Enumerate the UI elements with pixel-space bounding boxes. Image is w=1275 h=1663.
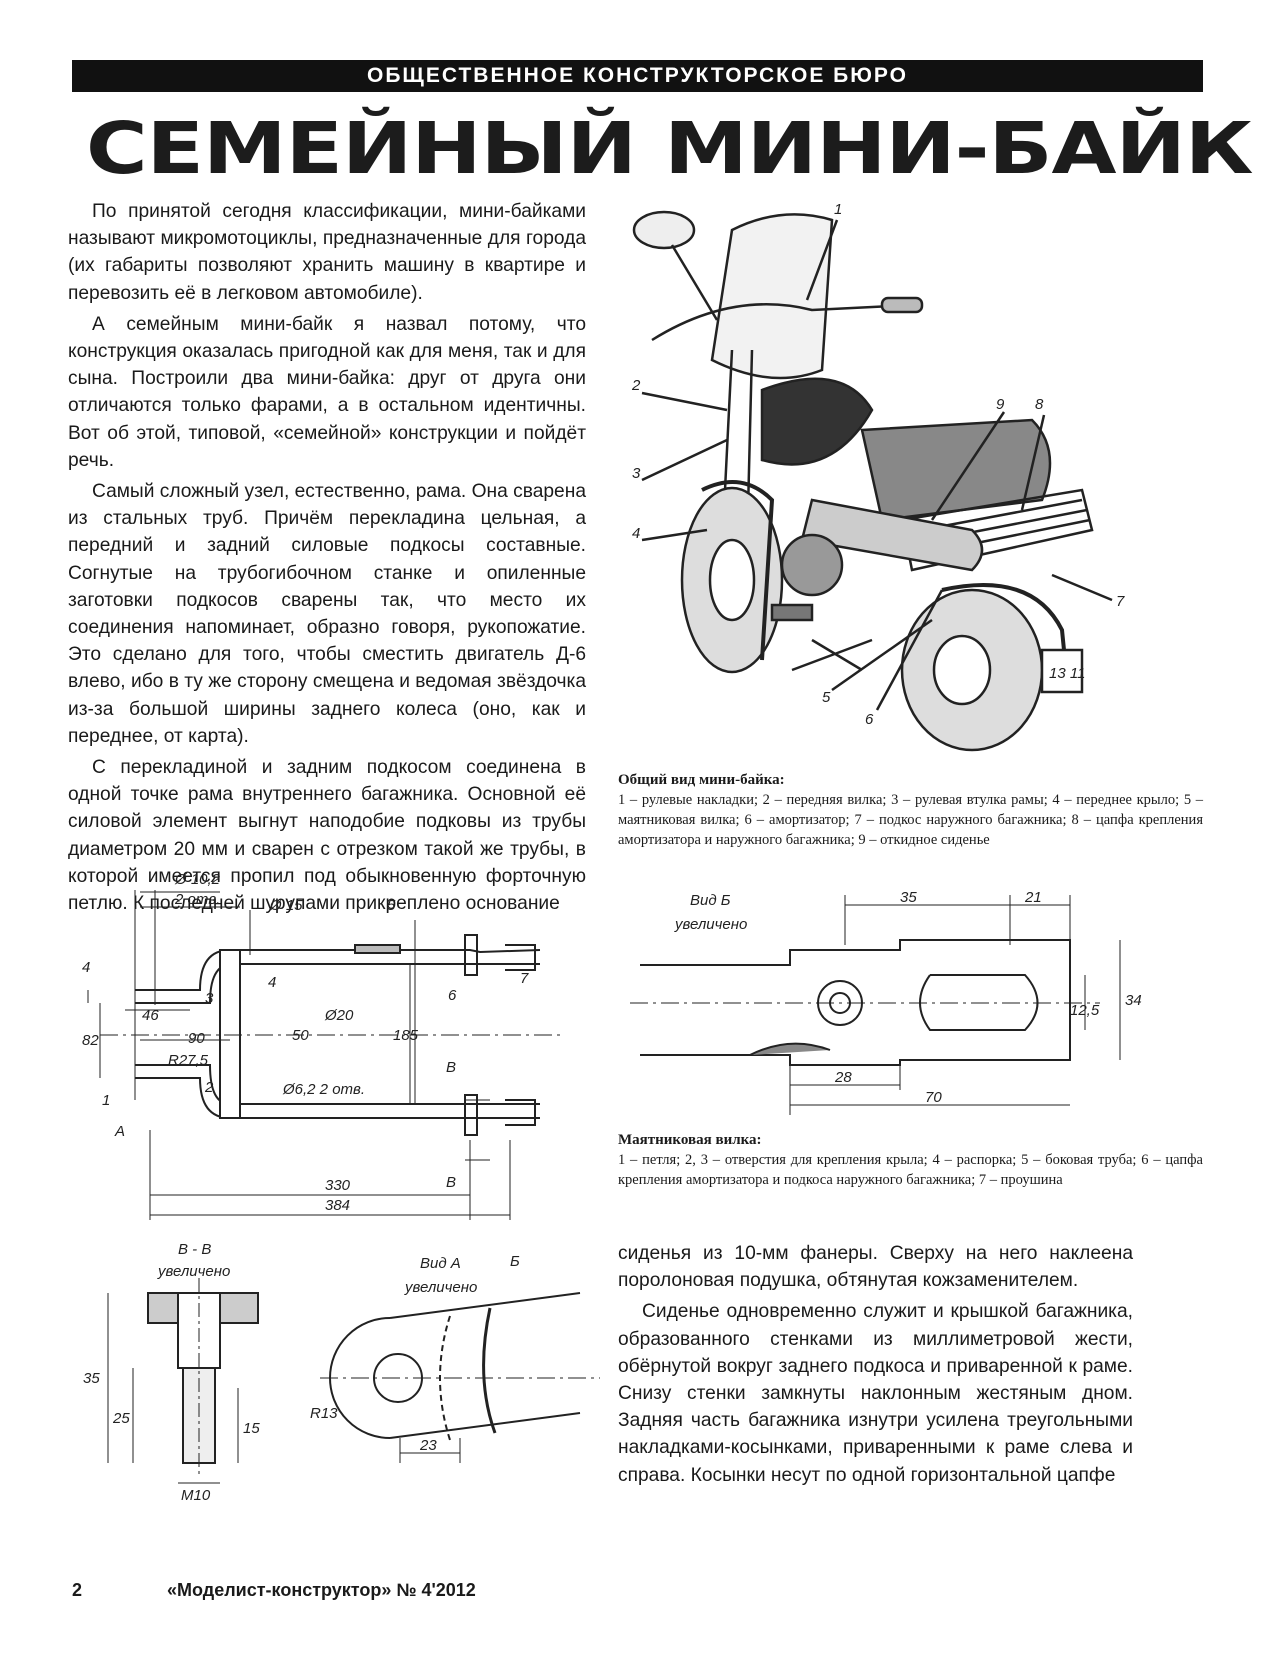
- callout-label: 1: [834, 201, 842, 218]
- dim-label: 2 отв.: [174, 891, 220, 908]
- paragraph: Сиденье одновременно служит и крышкой ба…: [618, 1301, 1133, 1486]
- dim-label: Ø 15: [269, 897, 303, 914]
- dim-label: 185: [393, 1027, 419, 1044]
- view-arrow-label: Б: [510, 1253, 520, 1270]
- view-arrow-label: А: [114, 1123, 125, 1140]
- dim-label: 70: [925, 1089, 942, 1106]
- dim-label: 46: [142, 1007, 159, 1024]
- part-label: 4: [268, 974, 276, 991]
- dim-label: 23: [419, 1437, 437, 1454]
- dim-label: 50: [292, 1027, 309, 1044]
- callout-label: 7: [1116, 593, 1125, 610]
- dim-label: Ø6,2 2 отв.: [282, 1081, 365, 1098]
- section-label: В: [446, 1174, 456, 1191]
- callout-label: 3: [632, 465, 641, 482]
- dim-label: 12,5: [1070, 1002, 1100, 1019]
- figure2-body: 1 – петля; 2, 3 – отверстия для креплени…: [618, 1152, 1203, 1188]
- part-label: 7: [520, 970, 529, 987]
- callout-label: 8: [1035, 396, 1044, 413]
- right-text-column: сиденья из 10-мм фанеры. Сверху на него …: [618, 1240, 1133, 1489]
- dim-label: Ø 10,2: [174, 871, 221, 888]
- section-scale: увеличено: [157, 1263, 230, 1280]
- part-label: 1: [102, 1092, 110, 1109]
- callout-label: 4: [632, 525, 640, 542]
- main-drawing-labels: Ø 10,2 2 отв. Ø 15 4 46 82 90 R27,5 50 Ø…: [82, 871, 529, 1214]
- section-banner: ОБЩЕСТВЕННОЕ КОНСТРУКТОРСКОЕ БЮРО: [72, 60, 1203, 92]
- dim-label: 4: [82, 959, 90, 976]
- dim-label: 15: [243, 1420, 260, 1437]
- dim-label: 21: [1024, 889, 1042, 906]
- figure1-caption: Общий вид мини-байка: 1 – рулевые наклад…: [618, 770, 1203, 850]
- view-scale: увеличено: [674, 916, 747, 933]
- dim-label: 35: [900, 889, 917, 906]
- article-title: СЕМЕЙНЫЙ МИНИ-БАЙК: [86, 106, 1254, 191]
- journal-name: «Моделист-конструктор» № 4'2012: [167, 1580, 476, 1600]
- dim-label: R13: [310, 1405, 338, 1422]
- part-label: 3: [205, 990, 214, 1007]
- callout-label: 6: [865, 711, 874, 728]
- bike-illustration: 1 2 3 4 5 6 7 8 9 13 11: [631, 201, 1125, 752]
- view-b-drawing: Вид Б увеличено 35 21 12,5 34 28 70: [630, 889, 1142, 1115]
- view-a-drawing: Вид А увеличено Б R13 23: [310, 1253, 600, 1463]
- figure1-body: 1 – рулевые накладки; 2 – передняя вилка…: [618, 792, 1203, 848]
- paragraph: А семейным мини-байк я назвал потому, чт…: [68, 313, 586, 471]
- dim-label: R27,5: [168, 1052, 209, 1069]
- figure1-title: Общий вид мини-байка:: [618, 772, 785, 788]
- dim-label: 330: [325, 1177, 351, 1194]
- figure2-caption: Маятниковая вилка: 1 – петля; 2, 3 – отв…: [618, 1130, 1203, 1190]
- left-text-column: По принятой сегодня классификации, мини-…: [68, 198, 586, 917]
- section-label: В: [446, 1059, 456, 1076]
- page-number: 2: [72, 1580, 83, 1600]
- swingarm-drawing: Ø 10,2 2 отв. Ø 15 4 46 82 90 R27,5 50 Ø…: [82, 871, 560, 1220]
- paragraph: Самый сложный узел, естественно, рама. О…: [68, 481, 586, 747]
- part-label: 2: [204, 1079, 214, 1096]
- part-label: 6: [448, 987, 457, 1004]
- dim-label: Ø20: [324, 1007, 354, 1024]
- figure2-title: Маятниковая вилка:: [618, 1132, 762, 1148]
- paragraph: По принятой сегодня классификации, мини-…: [68, 201, 586, 304]
- view-scale: увеличено: [404, 1279, 477, 1296]
- section-bb-drawing: В - В увеличено 35 25 15 M10: [83, 1241, 260, 1504]
- dim-label: 384: [325, 1197, 350, 1214]
- callout-label: 5: [822, 689, 831, 706]
- dim-label: 82: [82, 1032, 99, 1049]
- plate-number: 13 11: [1049, 665, 1085, 682]
- dim-label: M10: [181, 1487, 211, 1504]
- callout-label: 2: [631, 377, 641, 394]
- dim-label: 25: [112, 1410, 130, 1427]
- section-name: В - В: [178, 1241, 211, 1258]
- dim-label: 35: [83, 1370, 100, 1387]
- part-label: 5: [387, 897, 396, 914]
- dim-label: 90: [188, 1030, 205, 1047]
- dim-label: 34: [1125, 992, 1142, 1009]
- view-name: Вид Б: [690, 892, 731, 909]
- dim-label: 28: [834, 1069, 852, 1086]
- callout-label: 9: [996, 396, 1005, 413]
- paragraph: сиденья из 10-мм фанеры. Сверху на него …: [618, 1243, 1133, 1292]
- page-footer: 2 «Моделист-конструктор» № 4'2012: [72, 1580, 476, 1601]
- view-name: Вид А: [420, 1255, 461, 1272]
- paragraph: С перекладиной и задним подкосом соедине…: [68, 757, 586, 915]
